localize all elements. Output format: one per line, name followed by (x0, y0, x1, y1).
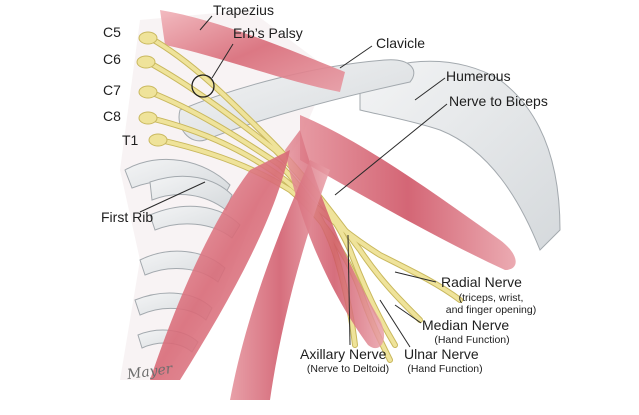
label-ulnar-nerve: Ulnar Nerve (404, 346, 479, 362)
erbs-palsy-marker (191, 74, 215, 98)
label-c6: C6 (103, 51, 121, 67)
label-nerve-to-biceps: Nerve to Biceps (449, 93, 548, 109)
label-t1: T1 (122, 132, 139, 148)
label-c7: C7 (103, 82, 121, 98)
lower-muscle (230, 160, 330, 400)
pectoral-muscle (150, 150, 290, 380)
label-radial-nerve-note-1: (triceps, wrist, (458, 292, 524, 304)
label-c8: C8 (103, 108, 121, 124)
label-radial-nerve-note-2: and finger opening) (445, 304, 537, 316)
label-trapezius: Trapezius (213, 2, 274, 18)
label-erbs-palsy: Erb’s Palsy (233, 25, 303, 41)
label-axillary-nerve: Axillary Nerve (300, 346, 387, 362)
label-median-nerve-note: (Hand Function) (434, 334, 510, 346)
biceps-muscle (300, 115, 516, 270)
label-axillary-nerve-note: (Nerve to Deltoid) (306, 363, 390, 375)
label-clavicle: Clavicle (376, 35, 426, 51)
leader-lines (139, 15, 448, 348)
label-first-rib: First Rib (101, 209, 154, 225)
label-c5: C5 (103, 24, 121, 40)
label-radial-nerve: Radial Nerve (441, 274, 522, 290)
trapezius-muscle (160, 10, 345, 92)
label-median-nerve: Median Nerve (422, 317, 510, 333)
label-ulnar-nerve-note: (Hand Function) (407, 363, 483, 375)
label-humerous: Humerous (446, 68, 511, 84)
